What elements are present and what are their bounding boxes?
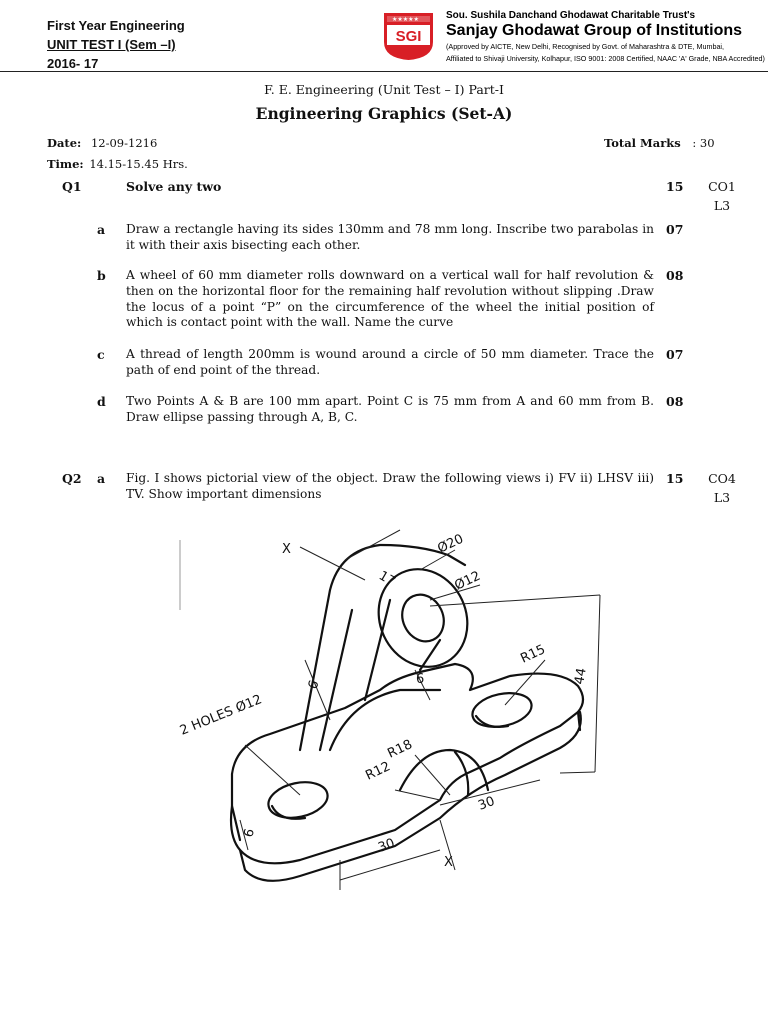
dim-30-left	[339, 849, 441, 881]
web-curve	[328, 688, 442, 752]
time-row: Time: 14.15-15.45 Hrs.	[47, 157, 188, 171]
q1-heading: Solve any two	[126, 179, 222, 194]
web-right	[418, 638, 442, 672]
dim-dia-20: Ø20	[435, 532, 466, 557]
r12-leader	[394, 789, 441, 801]
approval-line-2: Affiliated to Shivaji University, Kolhap…	[446, 54, 765, 63]
holes-leader	[244, 744, 301, 796]
q1-part-b-text: A wheel of 60 mm diameter rolls downward…	[126, 268, 654, 330]
dim-6-left	[304, 659, 331, 721]
paper-title: Engineering Graphics (Set-A)	[255, 104, 513, 123]
svg-text:SGI: SGI	[396, 28, 422, 45]
right-hole-inner	[474, 714, 510, 728]
approval-line-1: (Approved by AICTE, New Delhi, Recognise…	[446, 42, 725, 51]
q2-level: L3	[713, 490, 731, 505]
dim-30-a: 30	[376, 836, 397, 856]
right-hole	[471, 692, 533, 728]
dim-44: 44	[572, 667, 590, 686]
base-bottom-edge	[238, 710, 582, 882]
axis-x-top	[299, 546, 366, 581]
q2-text: Fig. I shows pictorial view of the objec…	[126, 471, 654, 501]
q2-co-code: CO4	[708, 471, 736, 486]
q2-number: Q2	[62, 471, 82, 486]
boss-left-side	[298, 543, 467, 752]
date-value: 12-09-1216	[90, 136, 158, 150]
dim-r15-line	[504, 659, 546, 706]
dim-6-center	[414, 669, 431, 701]
base-right-edge	[576, 710, 582, 732]
q1-part-c-letter: c	[97, 347, 105, 362]
time-value: 14.15-15.45 Hrs.	[89, 157, 188, 171]
dim-dia-12: Ø12	[452, 569, 483, 594]
q1-part-b-marks: 08	[666, 268, 684, 283]
dim-x-bottom: X	[444, 855, 453, 870]
dim-44-ext-bottom	[559, 771, 596, 774]
total-marks: Total Marks : 30	[604, 136, 715, 150]
q2-co: CO4 L3	[700, 469, 744, 507]
date-row: Date: 12-09-1216	[47, 136, 157, 150]
base-left-edge	[230, 804, 242, 842]
web-center	[363, 598, 392, 702]
paper-subtitle: F. E. Engineering (Unit Test – I) Part-I	[264, 82, 504, 97]
date-label: Date:	[47, 136, 82, 150]
dim-6-rib: 6	[416, 672, 424, 687]
q1-part-d-text: Two Points A & B are 100 mm apart. Point…	[126, 394, 654, 424]
q1-part-d-marks: 08	[666, 394, 684, 409]
total-value: : 30	[692, 136, 715, 150]
test-name: UNIT TEST I (Sem –I)	[47, 37, 176, 52]
q2-part-letter: a	[97, 471, 106, 486]
q1-marks: 15	[666, 179, 684, 194]
dim-30-b: 30	[476, 794, 497, 814]
dim-6-base	[239, 819, 249, 851]
time-label: Time:	[47, 157, 84, 171]
dim-r18: R18	[385, 737, 415, 761]
q1-number: Q1	[62, 179, 82, 194]
left-hole-inner	[270, 804, 307, 820]
q2-marks: 15	[666, 471, 684, 486]
arch-inner	[453, 750, 470, 797]
q1-part-a-marks: 07	[666, 222, 684, 237]
dim-17: 17	[376, 568, 398, 589]
q1-part-d-letter: d	[97, 394, 106, 409]
dim-6-web: 6	[306, 678, 323, 691]
q1-part-a-letter: a	[97, 222, 106, 237]
sgi-logo: ★★★★★ SGI	[383, 12, 434, 61]
dim-6-base-label: 6	[241, 827, 258, 839]
institution-block: Sou. Sushila Danchand Ghodawat Charitabl…	[446, 10, 765, 64]
q1-part-c-text: A thread of length 200mm is wound around…	[126, 347, 654, 377]
dim-12-line	[429, 584, 481, 601]
academic-year: 2016- 17	[47, 56, 99, 71]
base-arch	[398, 748, 490, 792]
q1-part-b-letter: b	[97, 268, 106, 283]
svg-text:★★★★★: ★★★★★	[392, 16, 419, 23]
q1-co: CO1 L3	[700, 177, 744, 215]
header-divider	[0, 71, 768, 72]
dim-44-line	[594, 594, 601, 773]
q1-part-c-marks: 07	[666, 347, 684, 362]
dim-30-right	[439, 779, 541, 806]
dim-x-top: X	[282, 542, 291, 557]
dim-r12: R12	[363, 759, 393, 783]
r18-leader	[414, 754, 451, 796]
web-left	[318, 608, 354, 752]
base-top-outline	[229, 662, 585, 865]
header-left: First Year Engineering UNIT TEST I (Sem …	[47, 16, 185, 73]
dim-17-line	[344, 529, 401, 561]
axis-x-bottom	[439, 819, 456, 871]
q1-level: L3	[713, 198, 731, 213]
boss-face	[377, 568, 469, 668]
total-label: Total Marks	[604, 136, 681, 150]
q1-co-code: CO1	[708, 179, 736, 194]
q1-part-a-text: Draw a rectangle having its sides 130mm …	[126, 222, 654, 252]
dim-r15: R15	[518, 642, 548, 666]
dim-44-ext-top	[429, 594, 601, 607]
trust-name: Sou. Sushila Danchand Ghodawat Charitabl…	[446, 10, 696, 21]
dim-20-line	[419, 549, 456, 571]
boss-bore	[401, 593, 445, 643]
course-name: First Year Engineering	[47, 18, 185, 33]
left-hole	[267, 781, 329, 819]
dim-holes: 2 HOLES Ø12	[178, 692, 264, 739]
institution-name: Sanjay Ghodawat Group of Institutions	[446, 22, 743, 39]
